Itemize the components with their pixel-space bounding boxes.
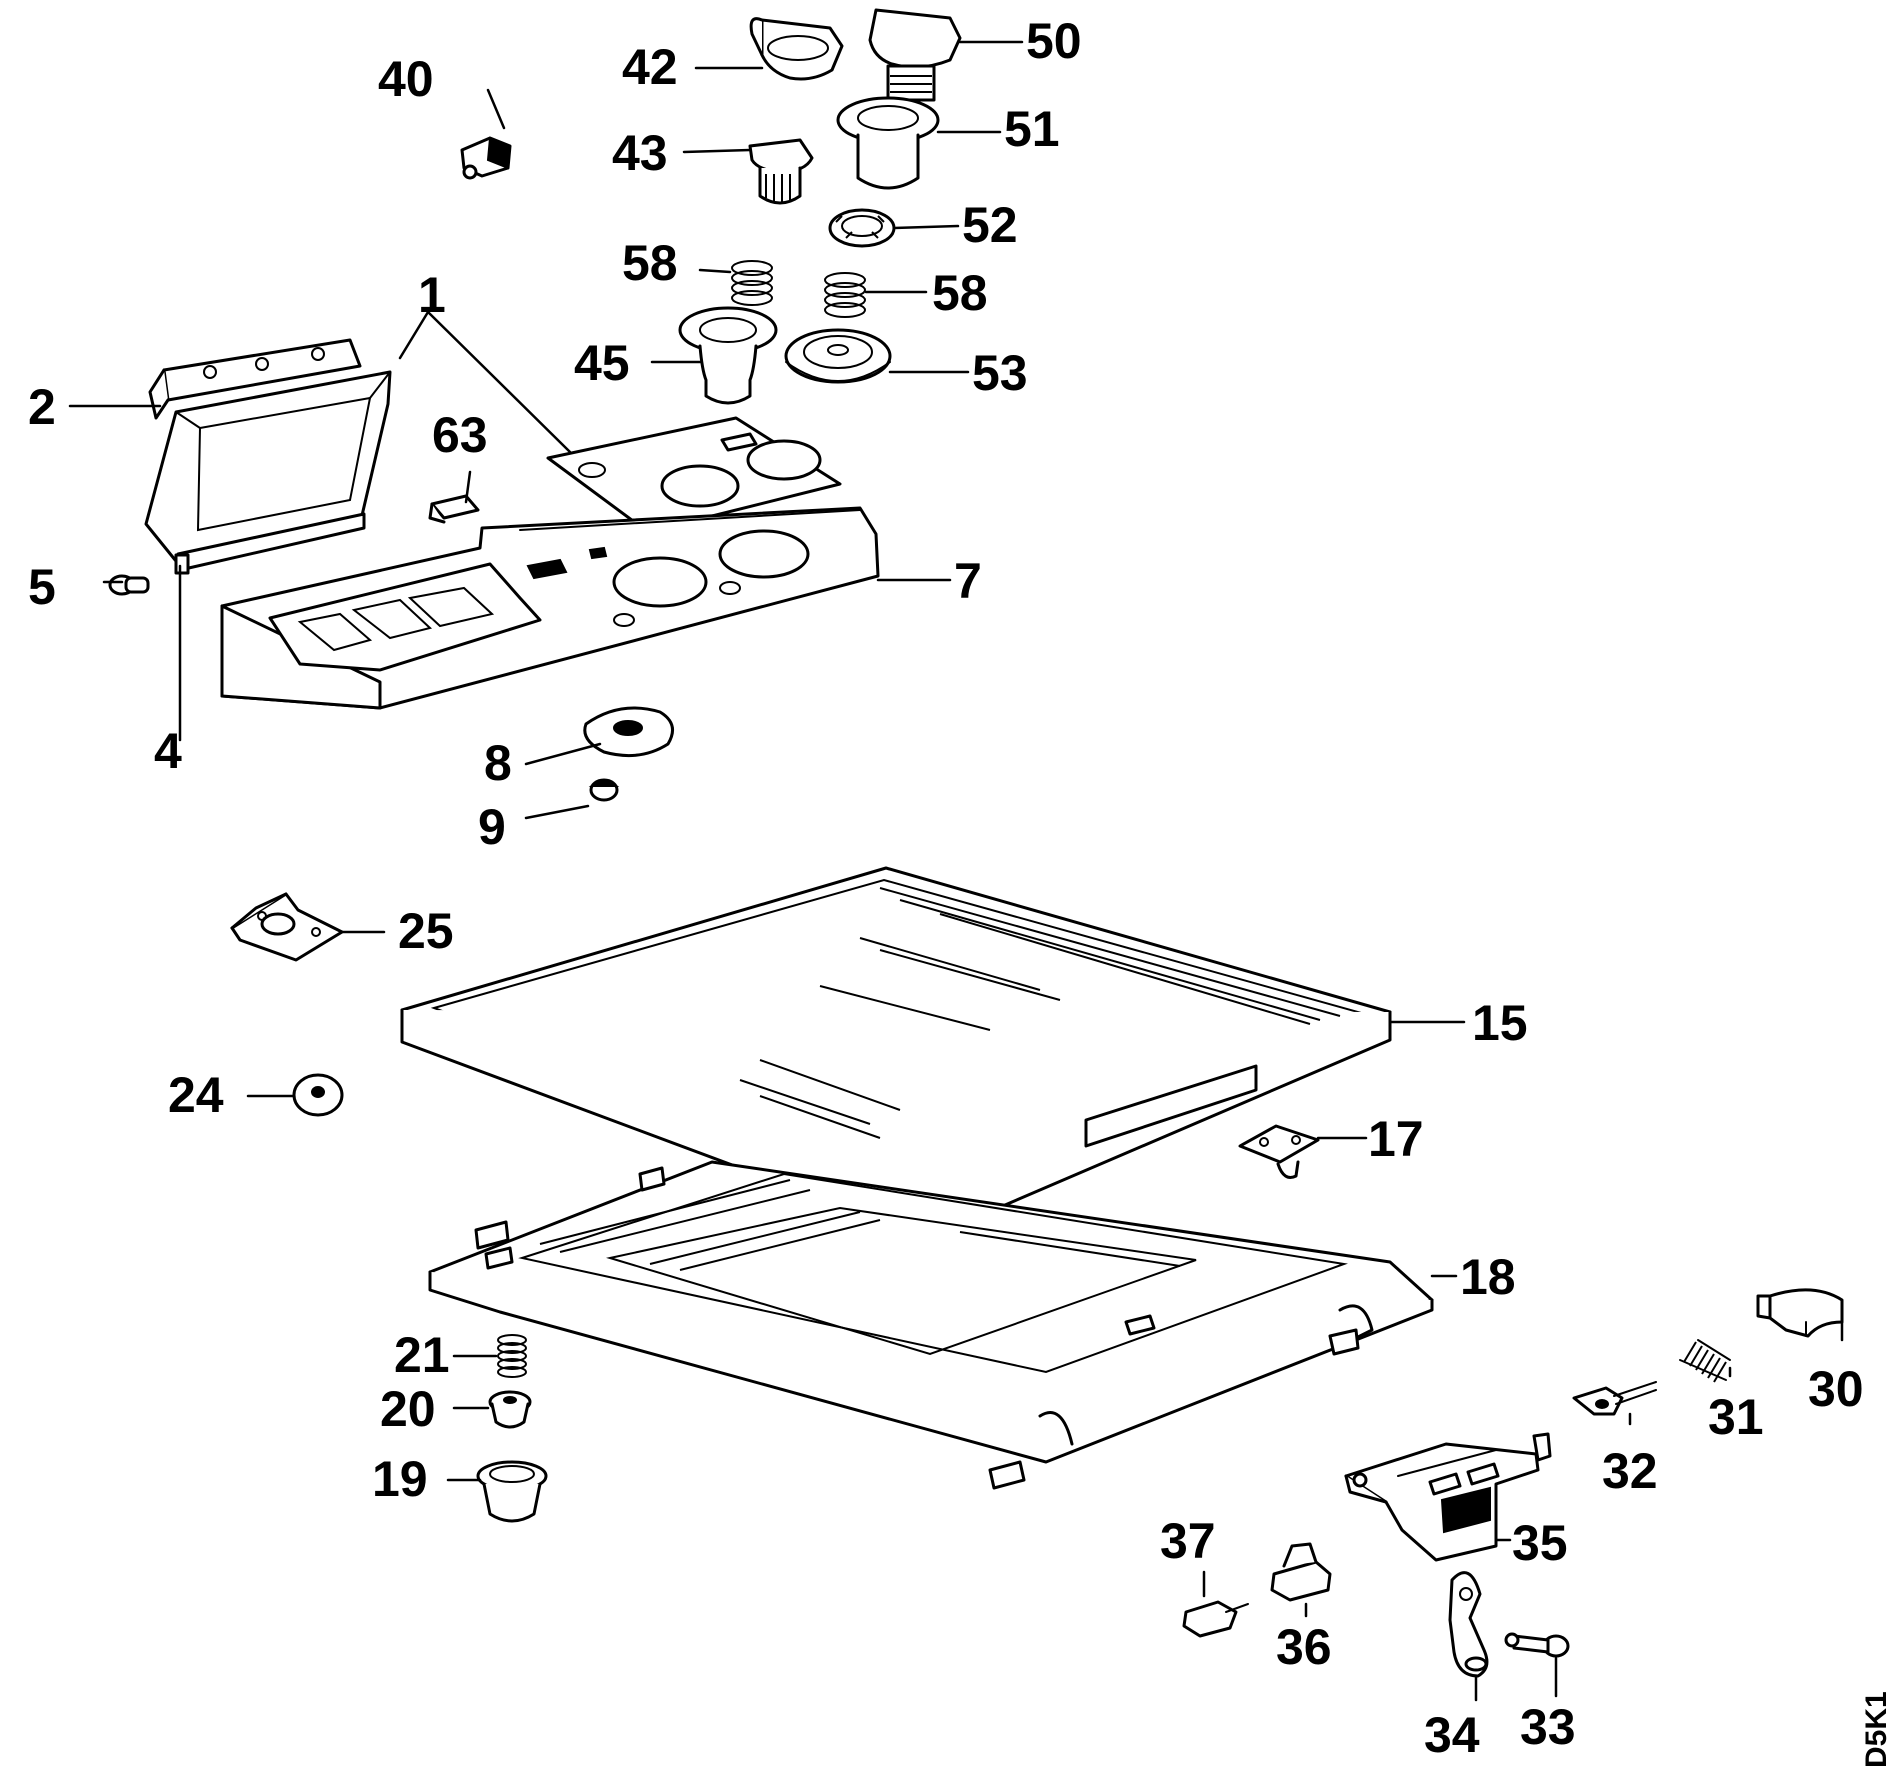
part-18-base <box>428 1160 1434 1490</box>
callout-17: 17 <box>1368 1111 1424 1167</box>
callout-2: 2 <box>28 379 56 435</box>
part-52-ring <box>828 208 896 248</box>
callout-58-right: 58 <box>932 265 988 321</box>
part-20-valve <box>488 1390 532 1429</box>
callout-51: 51 <box>1004 101 1060 157</box>
part-40-clip <box>460 136 512 180</box>
part-7-dispenser-drawer <box>220 506 880 710</box>
callout-35: 35 <box>1512 1515 1568 1571</box>
callout-53: 53 <box>972 345 1028 401</box>
part-9-plug <box>588 778 620 802</box>
part-36-slider <box>1270 1542 1332 1602</box>
part-24-bumper <box>292 1073 344 1117</box>
part-21-spring <box>497 1334 527 1378</box>
part-58-spring-left <box>731 260 773 306</box>
part-43-knob <box>748 138 814 205</box>
callout-34: 34 <box>1424 1707 1480 1763</box>
callout-7: 7 <box>954 553 982 609</box>
part-51-knob-housing <box>836 96 940 190</box>
callout-36: 36 <box>1276 1619 1332 1675</box>
drawing-code: D5K1 <box>1860 1691 1892 1768</box>
part-19-cup <box>476 1460 548 1523</box>
callout-1: 1 <box>418 267 446 323</box>
part-8-valve <box>583 706 674 758</box>
callout-33: 33 <box>1520 1699 1576 1755</box>
callout-63: 63 <box>432 407 488 463</box>
part-33-bolt <box>1504 1632 1570 1658</box>
part-31-spring <box>1679 1339 1731 1383</box>
callout-labels: 42 50 40 51 43 52 58 58 1 45 53 2 63 5 7… <box>28 13 1892 1768</box>
callout-43: 43 <box>612 125 668 181</box>
callout-24: 24 <box>168 1067 224 1123</box>
part-63-clip <box>428 494 480 524</box>
part-34-lever <box>1448 1571 1489 1678</box>
part-32-pin <box>1572 1381 1657 1416</box>
part-25-hinge <box>230 892 344 962</box>
callout-4: 4 <box>154 723 182 779</box>
callout-15: 15 <box>1472 995 1528 1051</box>
part-37-clip <box>1182 1600 1249 1638</box>
callout-52: 52 <box>962 197 1018 253</box>
callout-32: 32 <box>1602 1443 1658 1499</box>
leader-lines <box>68 40 1844 1702</box>
callout-37: 37 <box>1160 1513 1216 1569</box>
callout-31: 31 <box>1708 1389 1764 1445</box>
part-30-cover <box>1756 1288 1844 1338</box>
callout-8: 8 <box>484 735 512 791</box>
callout-42: 42 <box>622 39 678 95</box>
callout-20: 20 <box>380 1381 436 1437</box>
callout-58-left: 58 <box>622 235 678 291</box>
part-42-cap <box>749 17 844 81</box>
part-17-bracket <box>1238 1124 1320 1179</box>
part-35-latch-housing <box>1344 1432 1552 1562</box>
part-53-seal <box>784 328 892 384</box>
callout-45: 45 <box>574 335 630 391</box>
callout-30: 30 <box>1808 1361 1864 1417</box>
callout-18: 18 <box>1460 1249 1516 1305</box>
callout-9: 9 <box>478 799 506 855</box>
part-4-flap <box>144 370 392 575</box>
callout-25: 25 <box>398 903 454 959</box>
callout-21: 21 <box>394 1327 450 1383</box>
callout-5: 5 <box>28 559 56 615</box>
part-15-top-lid <box>400 866 1392 1240</box>
callout-19: 19 <box>372 1451 428 1507</box>
part-58-spring-right <box>824 272 866 318</box>
part-5-screw <box>108 574 150 596</box>
part-1-gasket-plate <box>546 416 842 534</box>
callout-40: 40 <box>378 51 434 107</box>
part-50-knob <box>868 8 962 102</box>
part-45-bushing <box>678 306 778 405</box>
callout-50: 50 <box>1026 13 1082 69</box>
